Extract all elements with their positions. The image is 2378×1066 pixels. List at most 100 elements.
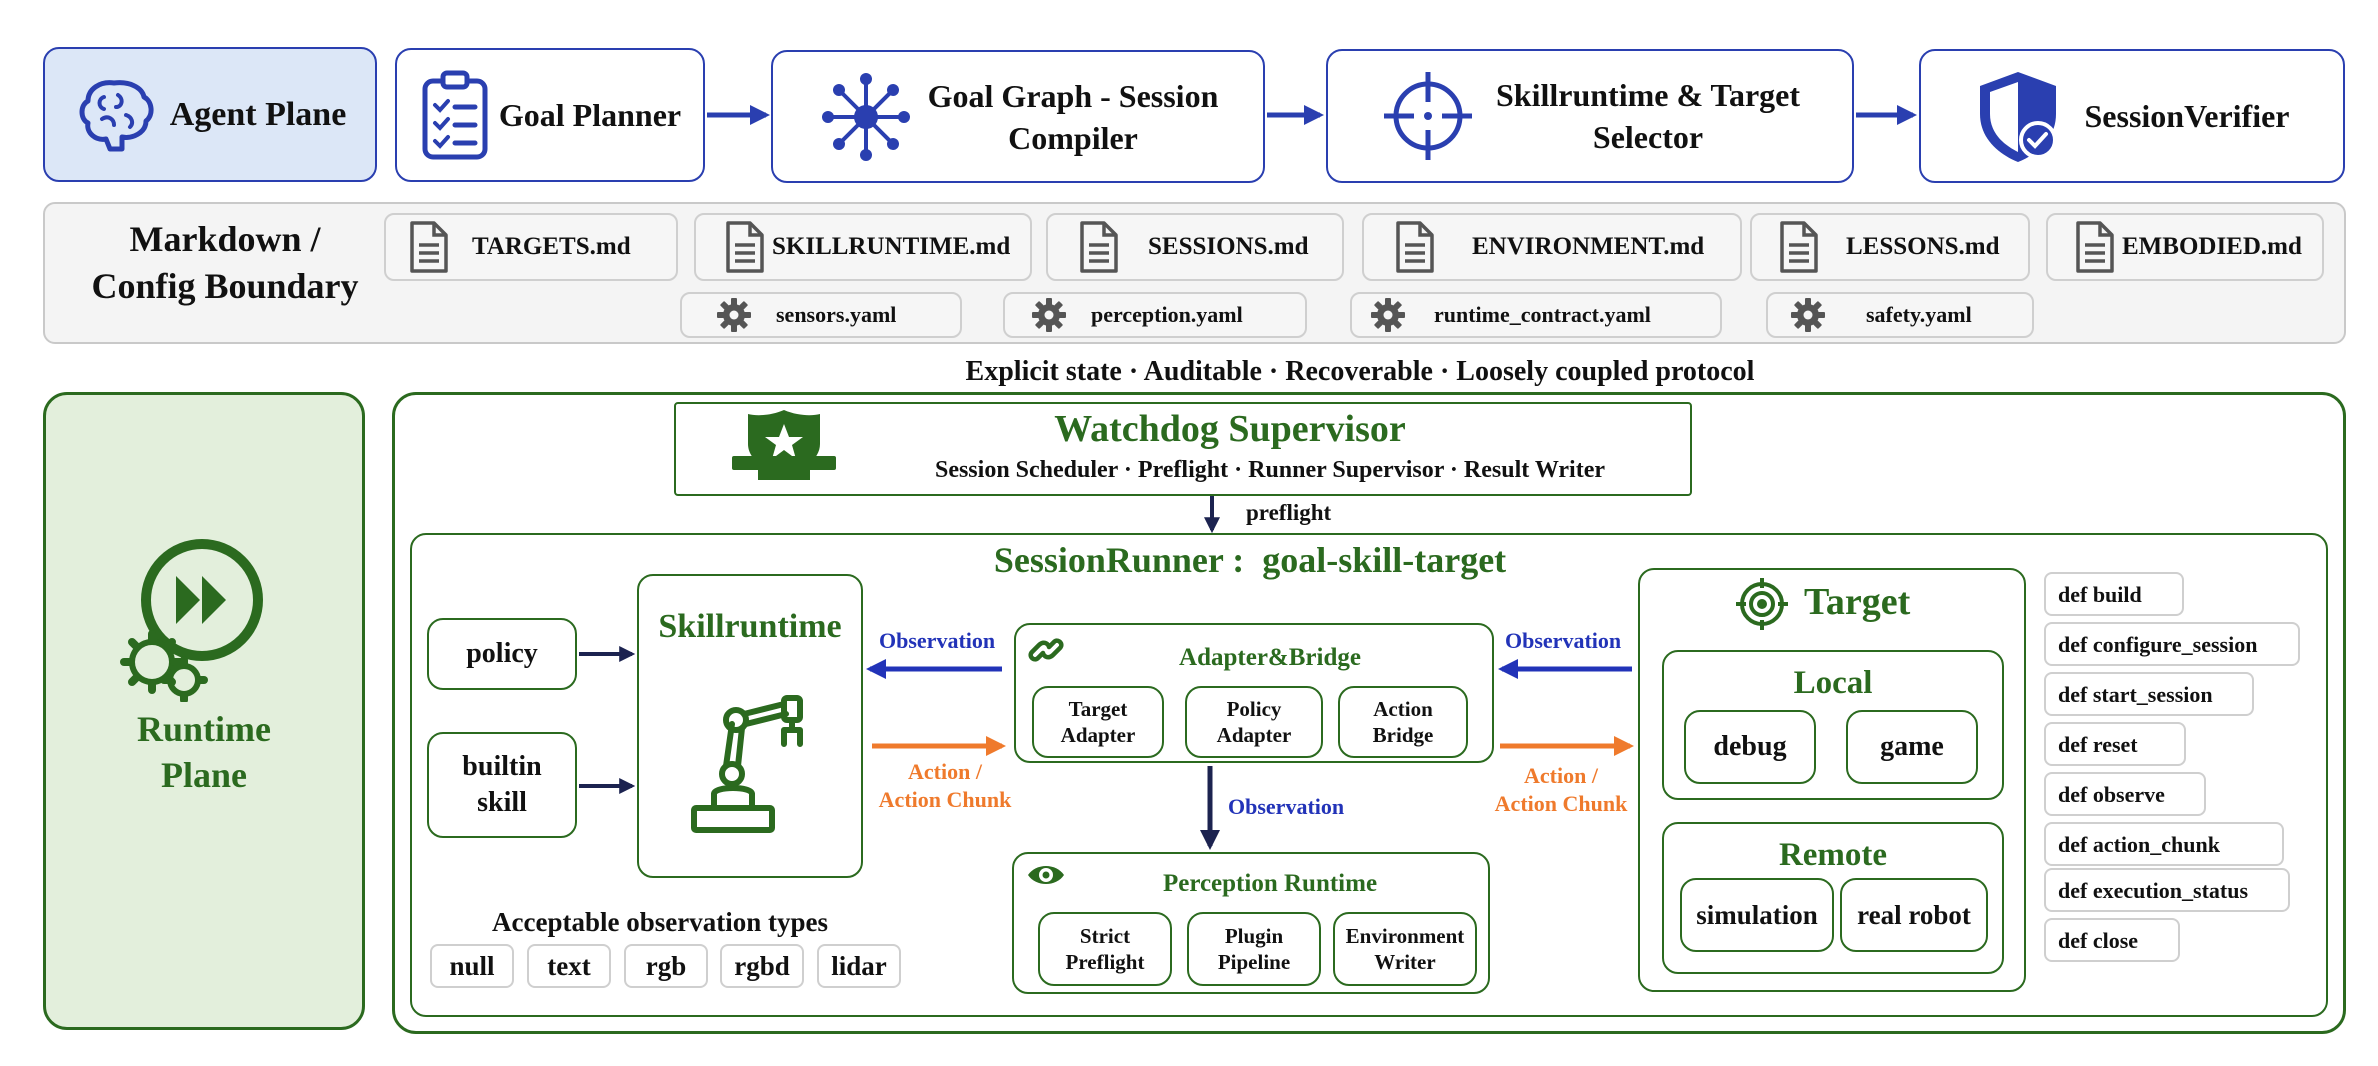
def-reset: def reset: [2044, 722, 2186, 766]
plugin-pipeline-line1: Plugin: [1224, 924, 1284, 948]
obs-type-lidar: lidar: [817, 944, 901, 988]
agent-plane-label: Agent Plane: [169, 95, 347, 133]
remote-item-simulation[interactable]: simulation: [1680, 878, 1834, 952]
remote-title: Remote: [1778, 836, 1888, 873]
md-file-embodied[interactable]: EMBODIED.md: [2046, 213, 2324, 281]
obs-type-text: text: [527, 944, 611, 988]
environment-writer-box: Environment Writer: [1333, 912, 1477, 986]
obs-type-null: null: [430, 944, 514, 988]
strict-preflight-box: Strict Preflight: [1038, 912, 1172, 986]
session-runner-title: SessionRunner : goal-skill-target: [993, 540, 1507, 580]
policy-box: policy: [427, 618, 577, 690]
md-file-label: EMBODIED.md: [2122, 233, 2302, 260]
strict-preflight-line1: Strict: [1079, 924, 1131, 948]
md-file-label: SKILLRUNTIME.md: [772, 233, 1011, 260]
md-file-targets[interactable]: TARGETS.md: [384, 213, 678, 281]
runtime-plane-box: [43, 392, 365, 1030]
gear-icon: [716, 297, 752, 333]
action-label-left-line2: Action Chunk: [878, 787, 1012, 812]
def-execution-status: def execution_status: [2044, 868, 2290, 912]
remote-item-real-robot[interactable]: real robot: [1840, 878, 1988, 952]
skillruntime-title: Skillruntime: [658, 608, 842, 645]
brain-icon: [74, 73, 158, 157]
yaml-file-label: runtime_contract.yaml: [1434, 302, 1651, 327]
md-file-sessions[interactable]: SESSIONS.md: [1046, 213, 1344, 281]
builtin-skill-line2: skill: [477, 787, 527, 818]
chain-link-icon: [1026, 630, 1066, 670]
document-icon: [1078, 221, 1118, 273]
local-title: Local: [1793, 664, 1873, 701]
eye-icon: [1026, 860, 1066, 890]
adapter-bridge-title: Adapter&Bridge: [1179, 644, 1361, 671]
gear-icon: [1370, 297, 1406, 333]
config-boundary-title: Markdown / Config Boundary: [60, 216, 390, 310]
watchdog-title: Watchdog Supervisor: [1054, 408, 1406, 450]
def-start-session: def start_session: [2044, 672, 2254, 716]
perception-runtime-title: Perception Runtime: [1162, 870, 1378, 897]
builtin-skill-box: builtin skill: [427, 732, 577, 838]
gear-icon: [1031, 297, 1067, 333]
boundary-tagline: Explicit state · Auditable · Recoverable…: [965, 356, 1755, 387]
yaml-file-safety[interactable]: safety.yaml: [1766, 292, 2034, 338]
document-icon: [724, 221, 764, 273]
local-item-game[interactable]: game: [1846, 710, 1978, 784]
yaml-file-runtime-contract[interactable]: runtime_contract.yaml: [1350, 292, 1722, 338]
action-bridge-box: Action Bridge: [1338, 686, 1468, 758]
builtin-skill-line1: builtin: [462, 751, 542, 782]
obs-type-rgb: rgb: [624, 944, 708, 988]
md-file-lessons[interactable]: LESSONS.md: [1750, 213, 2030, 281]
document-icon: [1394, 221, 1434, 273]
md-file-environment[interactable]: ENVIRONMENT.md: [1362, 213, 1742, 281]
crosshair-target-icon: [1380, 68, 1476, 164]
action-label-left-line1: Action /: [908, 759, 982, 784]
play-gears-icon: [118, 532, 278, 704]
session-runner-box: [410, 533, 2328, 1017]
yaml-file-perception[interactable]: perception.yaml: [1003, 292, 1307, 338]
action-bridge-line1: Action: [1373, 697, 1433, 721]
local-item-debug[interactable]: debug: [1684, 710, 1816, 784]
policy-adapter-line2: Adapter: [1216, 723, 1292, 747]
md-file-skillruntime[interactable]: SKILLRUNTIME.md: [694, 213, 1032, 281]
action-label-right-line2: Action Chunk: [1494, 791, 1628, 816]
plugin-pipeline-line2: Pipeline: [1217, 950, 1291, 974]
goal-graph-label-line1: Goal Graph - Session: [927, 77, 1219, 114]
skillruntime-selector-box: Skillruntime & Target Selector: [1326, 49, 1854, 183]
config-boundary-title-line2: Config Boundary: [91, 266, 359, 306]
gear-icon: [1790, 297, 1826, 333]
session-verifier-label: SessionVerifier: [2084, 97, 2290, 134]
environment-writer-line2: Writer: [1374, 950, 1436, 974]
observation-label-right: Observation: [1505, 628, 1622, 653]
preflight-label: preflight: [1246, 500, 1332, 525]
def-close: def close: [2044, 918, 2180, 962]
goal-graph-label-line2: Compiler: [1008, 119, 1138, 156]
document-icon: [408, 221, 448, 273]
def-action-chunk: def action_chunk: [2044, 822, 2284, 866]
robot-arm-icon: [680, 690, 830, 836]
obs-type-rgbd: rgbd: [720, 944, 804, 988]
action-label-left: Action / Action Chunk: [860, 758, 1030, 814]
md-file-label: ENVIRONMENT.md: [1472, 233, 1705, 260]
clipboard-checklist-icon: [419, 69, 491, 161]
yaml-file-sensors[interactable]: sensors.yaml: [680, 292, 962, 338]
yaml-file-label: sensors.yaml: [776, 302, 897, 327]
target-title: Target: [1804, 581, 1911, 623]
yaml-file-label: perception.yaml: [1091, 302, 1243, 327]
def-build: def build: [2044, 572, 2184, 616]
document-icon: [1778, 221, 1818, 273]
skillruntime-selector-label-line2: Selector: [1592, 119, 1704, 155]
def-configure-session: def configure_session: [2044, 622, 2300, 666]
goal-planner-label: Goal Planner: [498, 96, 682, 133]
target-icon: [1734, 576, 1790, 632]
strict-preflight-line2: Preflight: [1065, 950, 1145, 974]
yaml-file-label: safety.yaml: [1866, 302, 1972, 327]
policy-adapter-line1: Policy: [1226, 697, 1282, 721]
def-observe: def observe: [2044, 772, 2206, 816]
shield-check-icon: [1974, 68, 2062, 164]
watchdog-subtitle: Session Scheduler · Preflight · Runner S…: [934, 456, 1606, 483]
policy-adapter-box: Policy Adapter: [1185, 686, 1323, 758]
document-icon: [2074, 221, 2114, 273]
md-file-label: LESSONS.md: [1846, 233, 2000, 260]
target-adapter-line1: Target: [1068, 697, 1128, 721]
shield-star-icon: [728, 404, 840, 488]
skillruntime-selector-label-line1: Skillruntime & Target: [1495, 77, 1800, 113]
